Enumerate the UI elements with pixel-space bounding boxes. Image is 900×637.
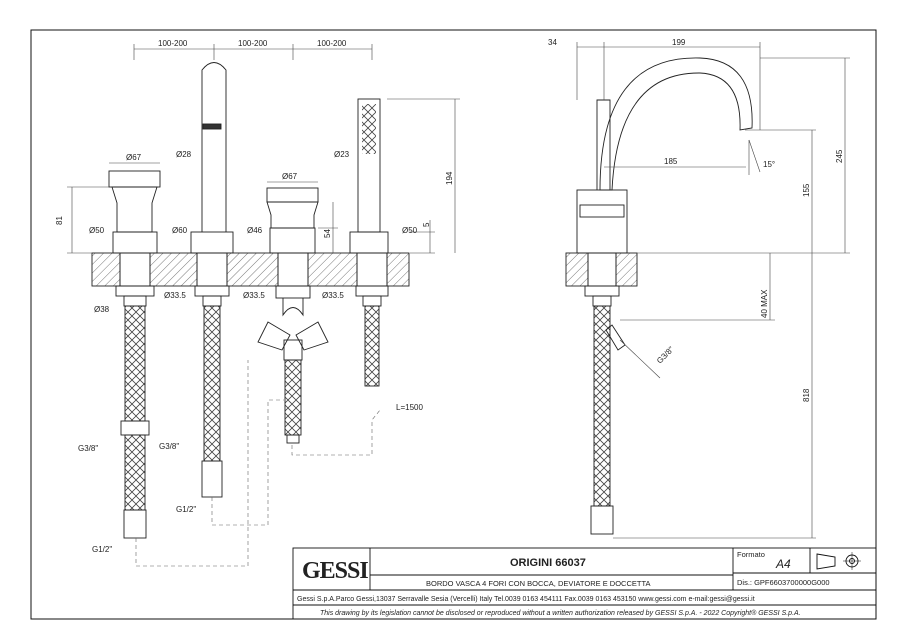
- dim-g12-b: G1/2": [92, 545, 112, 554]
- dim-d50-a: Ø50: [89, 226, 105, 235]
- format-label: Formato: [737, 550, 765, 559]
- dim-d50-b: Ø50: [402, 226, 418, 235]
- dim-d60: Ø60: [172, 226, 188, 235]
- dim-d33-5-c: Ø33.5: [322, 291, 344, 300]
- format-value: A4: [775, 557, 791, 571]
- dim-d23: Ø23: [334, 150, 350, 159]
- front-view: [67, 44, 460, 567]
- dim-h54: 54: [323, 229, 332, 238]
- side-hose: [593, 305, 611, 507]
- sheet-border: [30, 29, 877, 620]
- dim-spacing-3: 100-200: [317, 39, 347, 48]
- side-dimension-labels: 34 199 185 15° 245 155 40 MAX 818 G3/8": [548, 38, 844, 402]
- company-info: Gessi S.p.A.Parco Gessi,13037 Serravalle…: [297, 596, 755, 603]
- dim-g38-side: G3/8": [655, 345, 676, 366]
- dim-d38: Ø38: [94, 305, 110, 314]
- dim-818: 818: [802, 388, 811, 402]
- dim-d33-5-a: Ø33.5: [164, 291, 186, 300]
- dim-h194: 194: [445, 171, 454, 185]
- dim-d33-5-b: Ø33.5: [243, 291, 265, 300]
- dim-spacing-1: 100-200: [158, 39, 188, 48]
- hand-shower: [349, 98, 389, 387]
- dim-h5: 5: [422, 222, 431, 227]
- dim-d46: Ø46: [247, 226, 263, 235]
- side-view: [565, 42, 850, 539]
- diverter: [257, 187, 329, 444]
- title-block: [292, 547, 877, 620]
- product-description: BORDO VASCA 4 FORI CON BOCCA, DEVIATORE …: [426, 579, 650, 588]
- dim-155: 155: [802, 183, 811, 197]
- dim-199: 199: [672, 38, 686, 47]
- braided-hose-2: [203, 305, 221, 462]
- dim-40max: 40 MAX: [760, 289, 769, 318]
- legal-notice: This drawing by its legislation cannot b…: [320, 609, 801, 617]
- dim-d28: Ø28: [176, 150, 192, 159]
- dim-spacing-2: 100-200: [238, 39, 268, 48]
- braided-hose-3: [284, 359, 302, 436]
- drawing-number: Dis.: GPF6603700000G000: [737, 578, 830, 587]
- dim-angle: 15°: [763, 160, 775, 169]
- dim-245: 245: [835, 149, 844, 163]
- gessi-logo: GESSI: [302, 558, 368, 584]
- dim-h81: 81: [55, 216, 64, 225]
- dim-34: 34: [548, 38, 557, 47]
- shower-hose: [364, 305, 380, 387]
- dim-g12-a: G1/2": [176, 505, 196, 514]
- dim-d67-b: Ø67: [282, 172, 298, 181]
- front-dimension-labels: 100-200 100-200 100-200 Ø67 Ø28 Ø67 Ø23 …: [55, 39, 454, 554]
- dim-185: 185: [664, 157, 678, 166]
- projection-symbol-icon: [816, 552, 861, 570]
- product-title: ORIGINI 66037: [510, 557, 586, 569]
- dim-hose-length: L=1500: [396, 403, 423, 412]
- dim-d67-a: Ø67: [126, 153, 142, 162]
- dim-g38-b: G3/8": [159, 442, 179, 451]
- spout: [190, 62, 234, 498]
- braided-hose-1b: [124, 434, 146, 511]
- mixer-handle: [108, 170, 161, 539]
- braided-hose-1: [124, 305, 146, 422]
- dim-g38-a: G3/8": [78, 444, 98, 453]
